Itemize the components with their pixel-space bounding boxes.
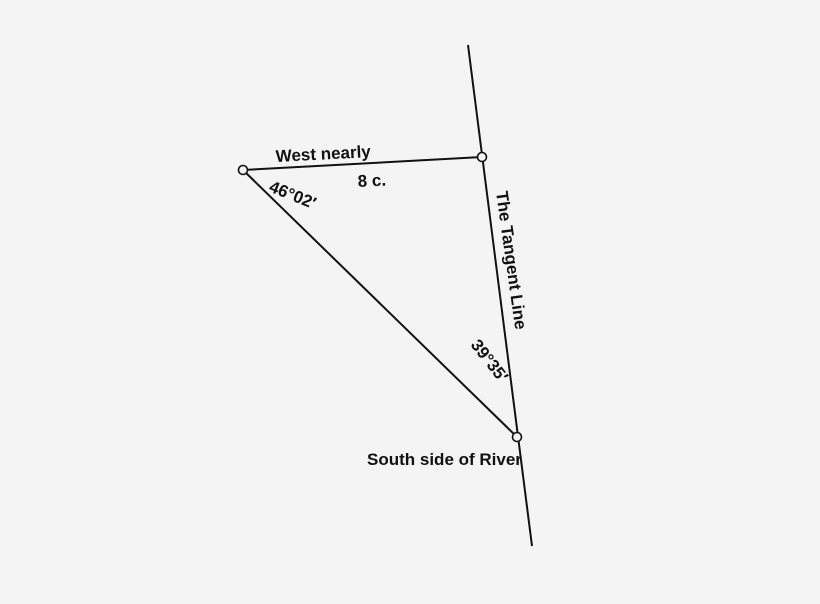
west-nearly-label: West nearly — [275, 142, 372, 166]
river-label: South side of River — [367, 450, 522, 469]
hypotenuse-line — [242, 169, 518, 438]
tangent-line-label: The Tangent Line — [492, 190, 530, 331]
tangent-line — [467, 44, 533, 547]
top-station-point — [476, 151, 488, 163]
bottom-angle-label: 39°35′ — [467, 336, 512, 386]
distance-label: 8 c. — [357, 171, 386, 191]
west-line — [242, 156, 483, 171]
left-angle-label: 46°02′ — [267, 177, 319, 213]
left-station-point — [237, 164, 249, 176]
river-station-point — [511, 431, 523, 443]
